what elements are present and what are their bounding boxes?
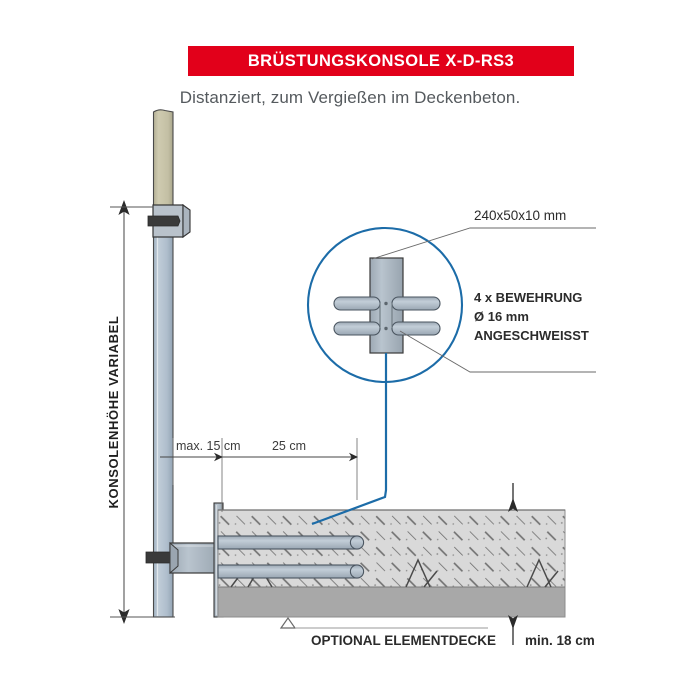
slab-rebars [217,535,365,579]
page-title: BRÜSTUNGSKONSOLE X-D-RS3 [247,51,515,70]
rebar-spec-line3: ANGESCHWEISST [474,328,589,343]
anchor-bolt-icon [147,215,181,227]
detail-circle-group [306,226,464,526]
min-thickness-label: min. 18 cm [525,633,595,648]
rebar-spec-line1: 4 x BEWEHRUNG [474,290,582,305]
detail-leader-line [311,353,388,526]
annotations: 240x50x10 mm 4 x BEWEHRUNG Ø 16 mm ANGES… [371,208,596,373]
max-offset-label: max. 15 cm [176,439,241,453]
bracket-arm [169,541,223,575]
plate-size-label: 240x50x10 mm [474,208,566,223]
rebar-spec-leader [399,330,596,373]
arm-length-label: 25 cm [272,439,306,453]
detail-rebar-lower-right [391,321,441,336]
column [152,109,174,618]
optional-deck-annotation: OPTIONAL ELEMENTDECKE [279,616,496,648]
slab-precast-element [217,586,566,618]
dimension-arrow-up [118,200,130,215]
plate-size-leader [371,227,596,260]
concrete-slab [217,509,566,618]
rebar-lower [217,564,365,579]
title-banner: BRÜSTUNGSKONSOLE X-D-RS3 [188,46,574,76]
upper-anchor-detail [110,203,191,239]
slab-thickness-dimension: min. 18 cm [508,483,595,648]
deck-pointer-triangle [279,616,297,629]
horizontal-dimensions: max. 15 cm 25 cm [160,438,358,512]
subtitle: Distanziert, zum Vergießen im Deckenbeto… [179,88,521,107]
konsolenhoehe-label: KONSOLENHÖHE VARIABEL [106,316,121,509]
thickness-arrow-top [508,498,518,512]
rebar-upper [217,535,365,550]
dimension-arrow-down [118,609,130,624]
rebar-spec-line2: Ø 16 mm [474,309,529,324]
column-upper-segment [152,109,174,208]
detail-rebar-upper-left [333,296,381,311]
thickness-arrow-bottom [508,615,518,629]
detail-rebar-upper-right [391,296,441,311]
optional-deck-label: OPTIONAL ELEMENTDECKE [311,633,496,648]
detail-rebar-lower-left [333,321,381,336]
